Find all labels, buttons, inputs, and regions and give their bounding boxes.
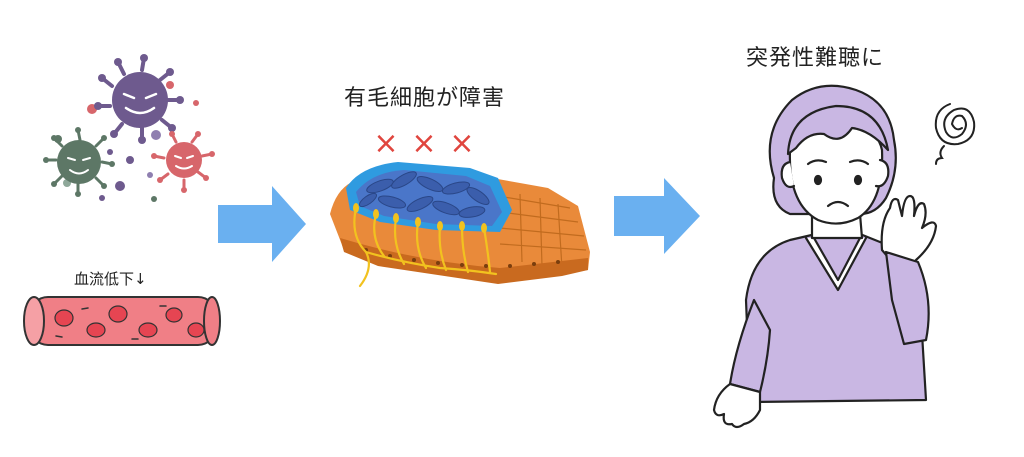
label-blood-flow: 血流低下↓ bbox=[74, 270, 147, 288]
virus-purple bbox=[94, 54, 184, 144]
virus-particle bbox=[166, 81, 174, 89]
cross-mark: × bbox=[373, 126, 398, 161]
virus-particle bbox=[193, 100, 199, 106]
virus-particle bbox=[151, 196, 157, 202]
confusion-scribble-icon bbox=[934, 103, 976, 165]
blood-cell bbox=[138, 322, 158, 338]
virus-particle bbox=[151, 130, 161, 140]
blood-cell bbox=[187, 322, 205, 338]
label-sudden-hearing-loss: 突発性難聴に bbox=[746, 46, 885, 71]
virus-cluster bbox=[43, 54, 215, 202]
virus-particle bbox=[115, 181, 125, 191]
virus-red bbox=[151, 131, 215, 193]
blood-cell bbox=[108, 305, 128, 323]
virus-particle bbox=[147, 172, 153, 178]
blood-vessel bbox=[23, 296, 221, 346]
virus-green bbox=[43, 127, 115, 197]
blood-cell bbox=[86, 322, 106, 338]
cross-mark: × bbox=[449, 126, 474, 161]
blood-cell bbox=[165, 307, 183, 323]
arrow-1 bbox=[218, 186, 306, 262]
label-hair-cell-damage: 有毛細胞が障害 bbox=[344, 86, 506, 111]
hair-cell-tissue bbox=[330, 162, 590, 288]
virus-particle bbox=[107, 149, 113, 155]
blood-cell bbox=[54, 309, 74, 327]
worried-person bbox=[712, 84, 938, 429]
damage-crosses: × × × bbox=[373, 126, 474, 161]
cross-mark: × bbox=[411, 126, 436, 161]
arrow-2 bbox=[614, 178, 700, 254]
virus-particle bbox=[126, 156, 134, 164]
virus-particle bbox=[99, 195, 105, 201]
